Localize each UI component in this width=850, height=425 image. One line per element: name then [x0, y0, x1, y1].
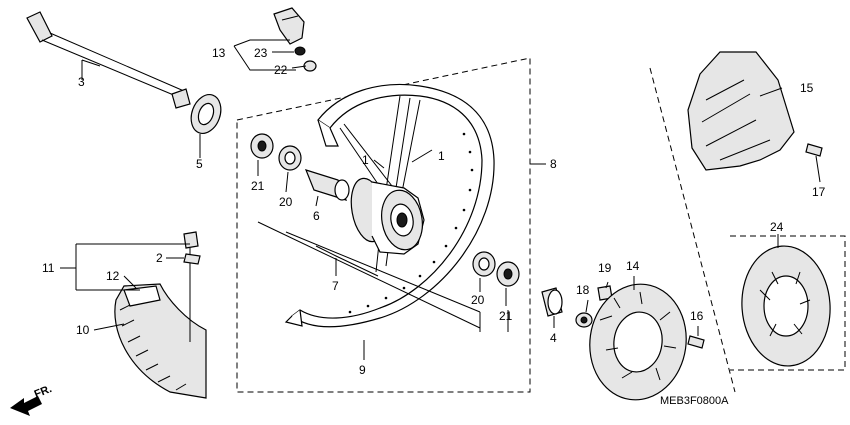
- callout-3: 3: [78, 75, 85, 89]
- diagram-code: MEB3F0800A: [660, 395, 729, 407]
- dust-seal-left: [278, 145, 302, 171]
- callout-8: 8: [550, 157, 557, 171]
- callout-21a: 21: [251, 179, 265, 193]
- front-rim: [284, 83, 495, 328]
- tire: [114, 283, 207, 399]
- valve-nut: [294, 46, 317, 72]
- callout-15: 15: [800, 81, 814, 95]
- callout-numbers: 1 1 2 3 4 5 6 7 8 9 10 11 12 13 14 15 16…: [42, 46, 826, 377]
- valve-cap: [273, 7, 305, 45]
- assembly-frame: [236, 57, 846, 393]
- callout-9: 9: [359, 363, 366, 377]
- front-axle: [26, 11, 191, 109]
- collar-18: [575, 312, 593, 328]
- callout-5: 5: [196, 157, 203, 171]
- callout-1a: 1: [362, 153, 369, 167]
- cover-bolt: [805, 143, 823, 157]
- callout-23: 23: [254, 46, 268, 60]
- callout-2: 2: [156, 251, 163, 265]
- tube: [123, 285, 161, 307]
- brake-disc: [589, 283, 687, 401]
- callout-24: 24: [770, 220, 784, 234]
- callout-17: 17: [812, 185, 826, 199]
- spoke-holes: [348, 132, 474, 314]
- callout-20a: 20: [279, 195, 293, 209]
- brake-disc-alt: [741, 245, 831, 367]
- callout-6: 6: [313, 209, 320, 223]
- callout-18: 18: [576, 283, 590, 297]
- callout-1b: 1: [438, 149, 445, 163]
- bearing-left: [250, 133, 274, 159]
- disc-cover: [687, 51, 795, 171]
- callout-14: 14: [626, 259, 640, 273]
- callout-7: 7: [332, 279, 339, 293]
- callout-13: 13: [212, 46, 226, 60]
- callout-10: 10: [76, 323, 90, 337]
- callout-4: 4: [550, 331, 557, 345]
- callout-12: 12: [106, 269, 120, 283]
- distance-collar: [304, 169, 350, 201]
- front-direction-indicator: [10, 396, 42, 416]
- disc-bolt: [687, 335, 705, 349]
- callout-19: 19: [598, 261, 612, 275]
- callout-11: 11: [42, 261, 55, 275]
- callout-16: 16: [690, 309, 704, 323]
- leader-lines: [60, 39, 821, 360]
- callout-22: 22: [274, 63, 288, 77]
- side-collar: [541, 287, 563, 317]
- dust-seal-right: [472, 251, 496, 277]
- axle-side-collar: [190, 94, 222, 134]
- callout-21b: 21: [499, 309, 513, 323]
- front-hub: [350, 177, 425, 255]
- callout-20b: 20: [471, 293, 485, 307]
- front-label: FR.: [33, 383, 54, 401]
- bearing-right: [496, 261, 520, 287]
